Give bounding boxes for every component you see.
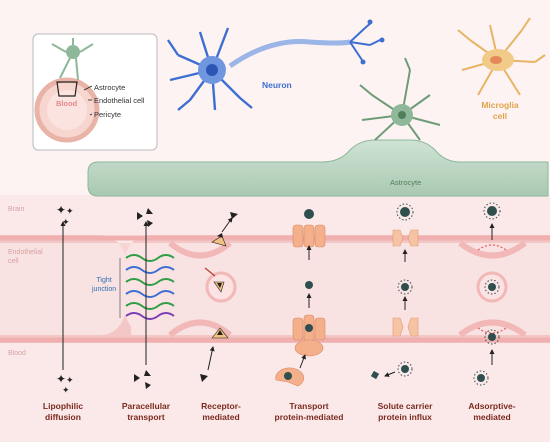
mechanism-label-line1: Paracellular bbox=[121, 401, 171, 411]
astrocyte-band-label: Astrocyte bbox=[390, 178, 422, 187]
mechanism-label-line1: Receptor- bbox=[201, 401, 241, 411]
svg-text:✦: ✦ bbox=[56, 203, 66, 217]
region-label-blood: Blood bbox=[8, 350, 26, 357]
microglia-illustration bbox=[457, 17, 546, 96]
mechanism-label-line2: mediated bbox=[473, 411, 511, 422]
inset-label-endothelial: Endothelial cell bbox=[94, 96, 145, 105]
svg-text:✦: ✦ bbox=[62, 386, 70, 396]
region-label-endothelial-line1: Endothelial bbox=[8, 249, 43, 256]
mechanism-label-line1: Solute carrier bbox=[377, 401, 433, 411]
receptor-mediated-column bbox=[200, 212, 238, 382]
microglia-label: Microglia cell bbox=[470, 100, 530, 122]
region-label-endothelial: Endothelial cell bbox=[8, 248, 43, 266]
tight-junction-label: Tight junction bbox=[92, 277, 116, 294]
mechanism-label-solute-carrier: Solute carrier protein influx bbox=[360, 401, 450, 422]
svg-text:✦: ✦ bbox=[56, 372, 66, 386]
endothelial-membrane bbox=[0, 235, 550, 343]
inset-label-blood: Blood bbox=[56, 99, 78, 108]
region-label-brain: Brain bbox=[8, 206, 25, 213]
mechanism-label-lipophilic: Lipophilic diffusion bbox=[18, 401, 108, 422]
paracellular-transport-column bbox=[119, 208, 175, 389]
mechanism-label-line1: Transport bbox=[289, 401, 329, 411]
mechanism-label-line2: protein influx bbox=[378, 411, 432, 422]
inset-label-pericyte: Pericyte bbox=[94, 110, 122, 119]
inset-label-astrocyte: Astrocyte bbox=[94, 83, 126, 92]
microglia-label-line1: Microglia bbox=[481, 100, 519, 110]
mechanism-label-line2: transport bbox=[127, 411, 165, 422]
mechanism-label-line1: Adsorptive- bbox=[468, 401, 516, 411]
neuron-illustration bbox=[167, 19, 385, 111]
microglia-label-line2: cell bbox=[492, 111, 508, 121]
svg-text:✦: ✦ bbox=[66, 376, 74, 386]
tight-junction-line1: Tight bbox=[96, 277, 112, 284]
transport-protein-column bbox=[275, 209, 326, 387]
tight-junction-line2: junction bbox=[92, 285, 117, 293]
adsorptive-mediated-column bbox=[473, 202, 508, 386]
astrocyte-illustration bbox=[359, 57, 441, 141]
svg-text:✦: ✦ bbox=[66, 207, 74, 217]
mechanism-label-paracellular: Paracellular transport bbox=[101, 401, 191, 422]
solute-carrier-column bbox=[370, 203, 419, 380]
inset-box bbox=[32, 33, 158, 151]
mechanism-label-line1: Lipophilic bbox=[42, 401, 84, 411]
mechanism-label-receptor: Receptor- mediated bbox=[176, 401, 266, 422]
mechanism-label-transport-protein: Transport protein-mediated bbox=[264, 401, 354, 422]
svg-text:✦: ✦ bbox=[62, 218, 70, 228]
neuron-label: Neuron bbox=[262, 80, 292, 90]
mechanism-label-line2: mediated bbox=[202, 411, 240, 422]
mechanism-label-line2: diffusion bbox=[45, 411, 81, 422]
astrocyte-band bbox=[87, 139, 549, 197]
region-label-endothelial-line2: cell bbox=[8, 258, 19, 265]
mechanism-label-line2: protein-mediated bbox=[274, 411, 344, 422]
mechanism-label-adsorptive: Adsorptive- mediated bbox=[447, 401, 537, 422]
lipophilic-diffusion-column: ✦ ✦ ✦ ✦ ✦ ✦ bbox=[56, 203, 74, 396]
